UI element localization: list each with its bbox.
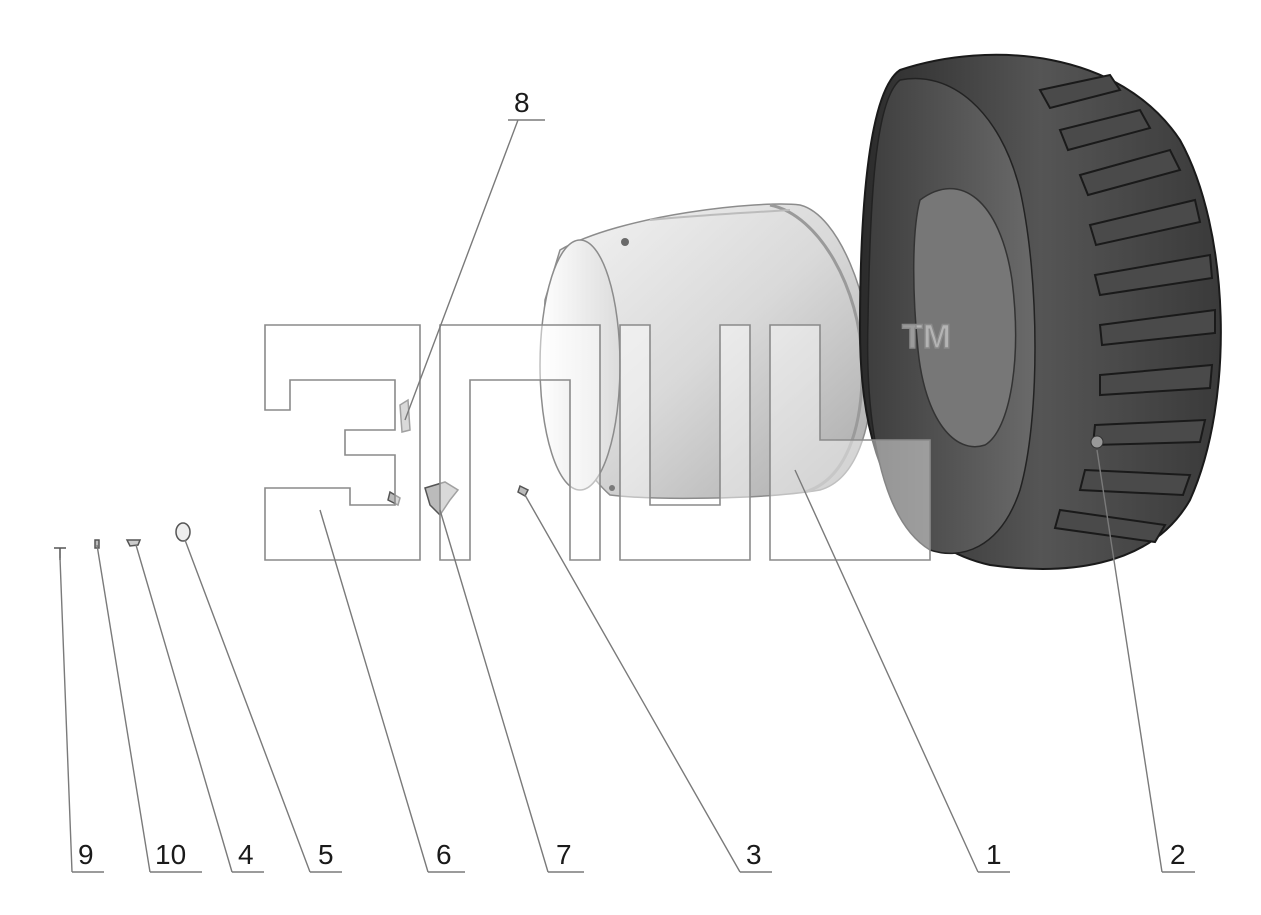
leader-lines — [59, 119, 1195, 873]
callout-8: 8 — [514, 87, 530, 118]
callout-9: 9 — [78, 839, 94, 870]
callout-10: 10 — [155, 839, 186, 870]
tractor-tire-icon — [858, 53, 1222, 570]
valve-icon — [54, 398, 530, 560]
callout-labels: 8 9 10 4 5 6 7 3 1 2 — [78, 87, 1186, 870]
watermark: TM — [264, 317, 952, 561]
callout-5: 5 — [318, 839, 334, 870]
callout-3: 3 — [746, 839, 762, 870]
callout-4: 4 — [238, 839, 254, 870]
callout-6: 6 — [436, 839, 452, 870]
callout-1: 1 — [986, 839, 1002, 870]
callout-7: 7 — [556, 839, 572, 870]
callout-2: 2 — [1170, 839, 1186, 870]
trademark-text: TM — [902, 318, 951, 356]
